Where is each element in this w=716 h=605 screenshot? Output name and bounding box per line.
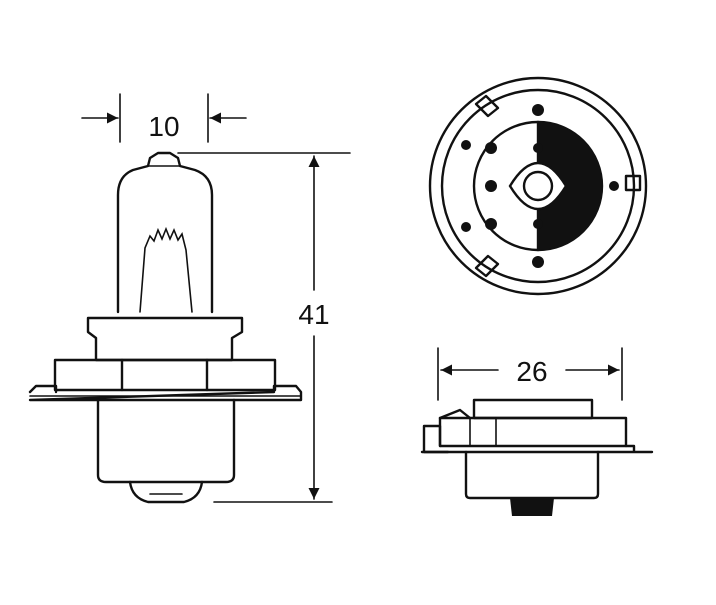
base-top-view bbox=[428, 76, 648, 296]
socket-dark-half bbox=[538, 122, 602, 250]
dot bbox=[533, 143, 543, 153]
dot bbox=[532, 256, 544, 268]
lens-contact bbox=[508, 161, 568, 211]
filament-shield bbox=[139, 226, 193, 313]
dim10-label: 10 bbox=[148, 111, 179, 142]
glass-envelope bbox=[116, 151, 214, 314]
base-side-body bbox=[464, 450, 600, 500]
base-side-top-plate bbox=[472, 398, 594, 420]
dot bbox=[532, 104, 544, 116]
dot bbox=[533, 219, 543, 229]
bulb-base bbox=[96, 398, 236, 484]
base-side-view bbox=[420, 398, 654, 516]
locking-tab-top bbox=[474, 94, 500, 118]
dimension-overall-height: 41 bbox=[177, 152, 351, 503]
dot bbox=[485, 142, 497, 154]
bulb-collar bbox=[86, 316, 244, 362]
mounting-ring bbox=[28, 384, 303, 402]
dim41-label: 41 bbox=[298, 299, 329, 330]
dot bbox=[609, 181, 619, 191]
dimension-base-width: 26 bbox=[437, 347, 623, 401]
dimension-bulb-width: 10 bbox=[81, 93, 247, 143]
dot bbox=[485, 218, 497, 230]
base-side-ledge bbox=[420, 444, 654, 454]
dim26-label: 26 bbox=[516, 356, 547, 387]
flange-step bbox=[120, 358, 209, 392]
dot bbox=[593, 137, 605, 149]
bulb-side-view bbox=[28, 151, 303, 504]
locking-tab-right bbox=[624, 174, 642, 192]
base-side-contact bbox=[510, 498, 554, 516]
base-side-flange bbox=[438, 416, 628, 448]
dot bbox=[461, 222, 471, 232]
center-contact bbox=[522, 170, 554, 202]
locking-tab-bottom bbox=[474, 254, 500, 278]
bottom-contact bbox=[128, 480, 204, 504]
dot bbox=[461, 140, 471, 150]
dot bbox=[485, 180, 497, 192]
outer-ring bbox=[428, 76, 648, 296]
bulb-flange bbox=[53, 358, 277, 392]
dots-group bbox=[461, 104, 619, 268]
dot bbox=[593, 223, 605, 235]
inner-ring bbox=[440, 88, 636, 284]
